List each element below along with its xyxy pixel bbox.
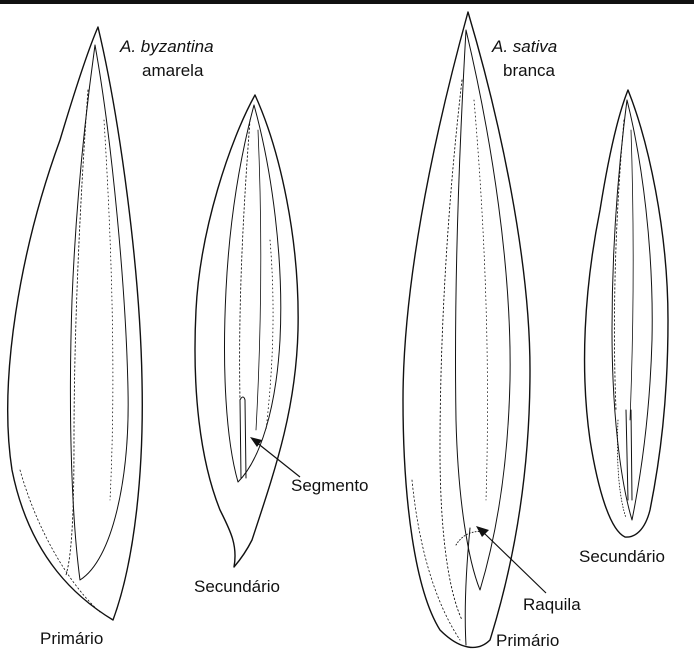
rachilla-label: Raquila xyxy=(523,596,581,613)
byzantina-secondary-label: Secundário xyxy=(194,578,280,595)
segment-pointer xyxy=(250,437,300,477)
byzantina-species-label: A. byzantina xyxy=(120,38,214,55)
sativa-species-label: A. sativa xyxy=(492,38,557,55)
byzantina-primary-grain xyxy=(8,27,142,620)
sativa-secondary-grain xyxy=(585,90,668,537)
sativa-primary-label: Primário xyxy=(496,632,559,649)
byzantina-secondary-grain xyxy=(195,95,298,567)
byzantina-color-label: amarela xyxy=(142,62,203,79)
sativa-color-label: branca xyxy=(503,62,555,79)
sativa-secondary-label: Secundário xyxy=(579,548,665,565)
byzantina-primary-label: Primário xyxy=(40,630,103,647)
top-border xyxy=(0,0,694,4)
rachilla-pointer xyxy=(476,526,546,593)
sativa-primary-grain xyxy=(403,12,530,647)
segment-label: Segmento xyxy=(291,477,369,494)
